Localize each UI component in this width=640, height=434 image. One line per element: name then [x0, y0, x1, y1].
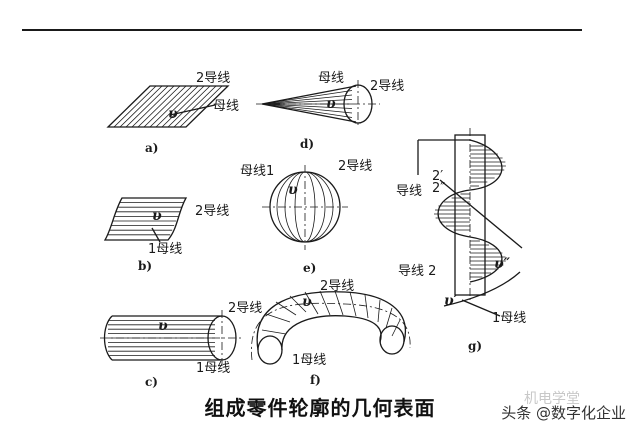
figure-g-guide-top-label: 导线	[396, 184, 422, 199]
figure-a-hatch-line	[179, 85, 223, 128]
figure-d-lower-edge	[261, 103, 357, 123]
figure-c-v-symbol: υ	[158, 318, 168, 334]
faint-watermark: 机电学堂	[524, 391, 580, 407]
figure-f-axis	[251, 302, 411, 361]
figure-f-sublabel: f)	[310, 373, 321, 387]
figure-d-guide-label: 2导线	[370, 79, 404, 94]
figure-a-hatch-line	[125, 85, 169, 128]
figure-e-sublabel: e)	[303, 261, 316, 275]
figure-c-sublabel: c)	[145, 375, 158, 389]
figure-d-v-symbol: υ	[326, 96, 336, 112]
figure-g-guide-leader	[439, 179, 523, 249]
figure-c-guide-label: 2导线	[228, 301, 262, 316]
figure-caption: 组成零件轮廓的几何表面	[204, 396, 436, 420]
figure-d-hatch-line	[261, 103, 353, 109]
figure-a-plane-outline	[106, 85, 230, 128]
figure-a-sublabel: a)	[145, 141, 158, 155]
figure-g-v-double-prime: υ″	[494, 256, 511, 272]
figure-f-section-line	[334, 290, 344, 316]
figure-f-section-line	[275, 301, 297, 316]
figure-f-generatrix-label: 1母线	[292, 353, 326, 368]
figure-f-section-line	[349, 291, 357, 317]
figure-a-hatch-line	[119, 85, 163, 128]
figure-f: 2导线 1母线 υ f)	[251, 279, 411, 387]
figure-f-section-line	[364, 294, 369, 319]
figure-f-section-line	[289, 295, 307, 313]
figure-b-sublabel: b)	[138, 259, 152, 273]
figure-b: 2导线 1母线 υ b)	[103, 197, 229, 273]
figure-a-hatch-line	[161, 85, 205, 128]
figure-a-v-symbol: υ	[168, 106, 178, 122]
figure-f-section-line	[265, 313, 291, 323]
figure-d-hatch-line	[261, 103, 353, 118]
figure-c: 2导线 1母线 υ c)	[100, 301, 262, 389]
figure-f-section-line	[385, 307, 393, 329]
figure-a-hatch-line	[113, 85, 157, 128]
figure-a-hatching	[113, 85, 223, 128]
figure-d-hatch-line	[261, 94, 353, 105]
figure-g-guide-bottom-label: 导线 2	[398, 264, 436, 279]
figure-f-v-symbol: υ	[302, 294, 312, 310]
figure-g-generatrix-leader	[461, 299, 501, 317]
figure-b-v-symbol: υ	[152, 208, 162, 224]
figure-a-hatch-line	[143, 85, 187, 128]
figure-f-section-line	[261, 329, 287, 335]
figure-g-bottom-arc	[443, 271, 521, 307]
figure-a-hatch-line	[173, 85, 217, 128]
figure-f-left-end	[257, 335, 283, 365]
figure-g-point-2-prime: 2′	[432, 169, 443, 184]
figure-f-outer-arc	[256, 291, 406, 351]
figure-b-plane-outline	[103, 197, 188, 241]
figure-f-section-line	[304, 291, 319, 315]
figure-a-hatch-line	[155, 85, 199, 128]
figure-d: 母线 2导线 υ d)	[256, 71, 404, 151]
figure-a-hatch-line	[167, 85, 211, 128]
figure-g-point-2-double-prime: 2″	[432, 181, 445, 196]
figure-f-section-line	[391, 319, 401, 337]
figure-b-leader	[151, 227, 161, 243]
figure-a-generatrix-label: 母线	[213, 99, 239, 114]
figure-d-upper-edge	[261, 85, 357, 105]
figure-d-hatch-line	[261, 90, 353, 105]
figure-e: 母线1 2导线 υ e)	[240, 159, 372, 275]
figure-a-hatch-line	[131, 85, 175, 128]
figure-b-guide-label: 2导线	[195, 204, 229, 219]
figure-f-section-line	[377, 299, 381, 323]
figure-e-guide-label: 2导线	[338, 159, 372, 174]
figure-f-section-line	[319, 290, 331, 316]
figure-f-right-end	[379, 325, 405, 355]
figure-g-hatching	[434, 145, 506, 278]
figure-a-hatch-line	[137, 85, 181, 128]
figure-d-generatrix-label: 母线	[318, 71, 344, 86]
figure-g: 导线 2′ 2″ 导线 2 υ″ υ′ 1母线 g)	[396, 128, 526, 353]
figure-g-v-prime: υ′	[444, 293, 458, 309]
figure-g-sublabel: g)	[468, 339, 482, 353]
figure-f-sections	[261, 290, 401, 337]
figure-a-hatch-line	[149, 85, 193, 128]
figure-f-inner-arc	[281, 315, 382, 351]
figure-a-guide-label: 2导线	[196, 71, 230, 86]
figure-b-generatrix-label: 1母线	[148, 242, 182, 257]
figure-e-generatrix-label: 母线1	[240, 164, 274, 179]
figure-g-generatrix-label: 1母线	[492, 311, 526, 326]
figure-a: 2导线 母线 υ a)	[106, 71, 239, 155]
figure-c-generatrix-label: 1母线	[196, 361, 230, 376]
figure-e-v-symbol: υ	[288, 182, 298, 198]
figure-b-hatching	[107, 202, 185, 236]
figure-d-hatch-line	[261, 103, 353, 114]
figure-c-hatching	[108, 319, 215, 357]
figure-a-leader	[169, 104, 216, 116]
figure-d-hatch-line	[261, 99, 353, 105]
figure-f-guide-label: 2导线	[320, 279, 354, 294]
source-watermark: 头条 @数字化企业	[501, 404, 626, 422]
figure-d-sublabel: d)	[300, 137, 314, 151]
